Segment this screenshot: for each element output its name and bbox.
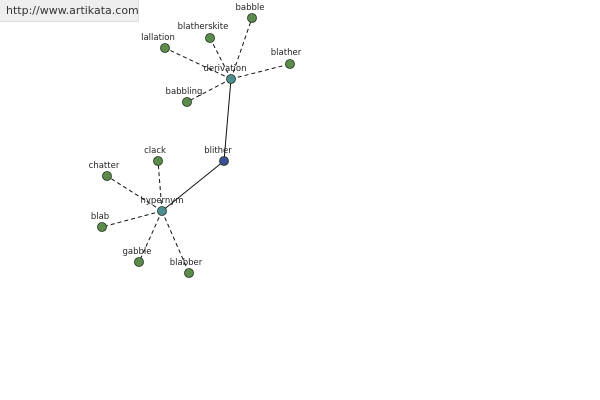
node-label-clack: clack [144, 146, 166, 156]
edge-derivation-blatherskite [209, 37, 232, 80]
source-link[interactable]: http://www.artikata.com [6, 4, 139, 17]
source-link-bar[interactable]: http://www.artikata.com [0, 0, 139, 22]
edge-hypernym-clack [157, 160, 163, 212]
edge-derivation-babble [230, 17, 253, 80]
node-blather[interactable] [285, 59, 295, 69]
node-blabber[interactable] [184, 268, 194, 278]
edge-derivation-blather [230, 63, 291, 80]
node-chatter[interactable] [102, 171, 112, 181]
node-blither[interactable] [219, 156, 229, 166]
node-label-gabble: gabble [123, 247, 152, 257]
edge-derivation-lallation [164, 47, 232, 80]
node-blab[interactable] [97, 222, 107, 232]
edge-hypernym-chatter [106, 175, 163, 212]
node-lallation[interactable] [160, 43, 170, 53]
node-blatherskite[interactable] [205, 33, 215, 43]
node-label-babbling: babbling [166, 87, 203, 97]
node-hypernym[interactable] [157, 206, 167, 216]
edge-hypernym-blab [101, 210, 163, 228]
node-clack[interactable] [153, 156, 163, 166]
node-label-blither: blither [204, 146, 232, 156]
node-babble[interactable] [247, 13, 257, 23]
edge-blither-derivation [223, 78, 232, 162]
nodes-layer [97, 13, 295, 278]
labels-layer: blither derivation hypernym babble blathersk… [89, 3, 302, 268]
node-babbling[interactable] [182, 97, 192, 107]
node-label-hypernym: hypernym [140, 196, 183, 206]
edge-blither-hypernym [161, 160, 225, 212]
node-label-derivation: derivation [203, 64, 246, 74]
node-label-blather: blather [271, 48, 302, 58]
node-label-babble: babble [236, 3, 265, 13]
edge-hypernym-gabble [138, 210, 163, 263]
edge-hypernym-blabber [161, 210, 190, 274]
edge-derivation-babbling [186, 78, 232, 103]
node-label-blabber: blabber [170, 258, 203, 268]
node-label-chatter: chatter [89, 161, 120, 171]
node-label-blab: blab [91, 212, 109, 222]
node-derivation[interactable] [226, 74, 236, 84]
node-label-lallation: lallation [141, 33, 175, 43]
node-gabble[interactable] [134, 257, 144, 267]
node-label-blatherskite: blatherskite [178, 22, 229, 32]
edges-layer [101, 17, 291, 274]
